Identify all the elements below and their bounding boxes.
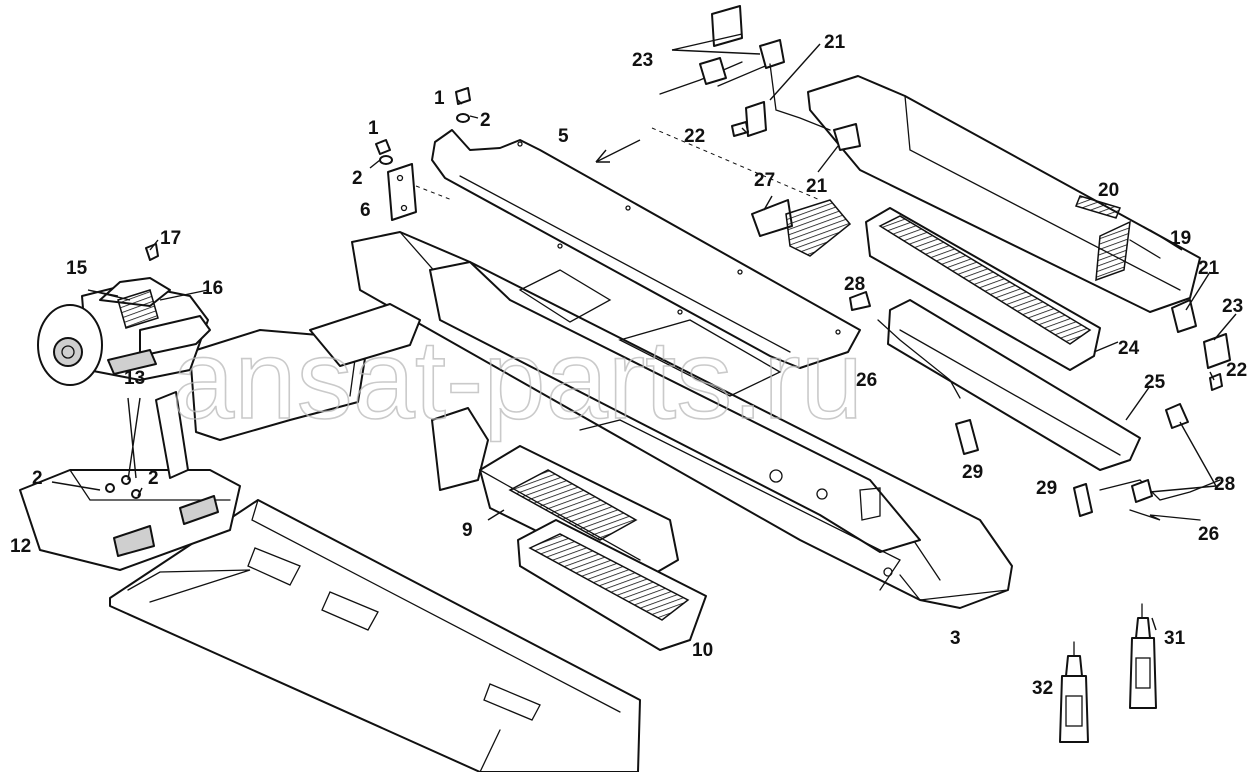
callout-1-left: 1 — [368, 118, 379, 139]
callout-23-right: 23 — [1222, 296, 1243, 317]
evaporator-housing — [807, 75, 1201, 313]
gasket — [387, 163, 453, 221]
callout-20: 20 — [1098, 180, 1119, 201]
callout-21-middle: 21 — [806, 176, 828, 197]
callout-32: 32 — [1032, 678, 1053, 699]
callout-29-lower: 29 — [1036, 478, 1057, 499]
callout-24: 24 — [1118, 338, 1140, 359]
heater-housing-frame — [351, 231, 1013, 609]
callout-16: 16 — [202, 278, 223, 299]
callout-25: 25 — [1144, 372, 1166, 393]
evaporator-core — [865, 207, 1101, 371]
callout-6: 6 — [360, 200, 371, 221]
watermark: ansat-parts.ru — [172, 317, 863, 442]
callout-21-right: 21 — [1198, 258, 1220, 279]
callout-28-lower: 28 — [1214, 474, 1235, 495]
callout-26-upper: 26 — [856, 370, 877, 391]
blower-bracket — [19, 391, 241, 571]
lower-frame — [887, 299, 1141, 471]
callout-9: 9 — [462, 520, 473, 541]
callout-31: 31 — [1164, 628, 1186, 649]
callout-22-right: 22 — [1226, 360, 1247, 381]
callout-23-top: 23 — [632, 50, 653, 71]
blower-motor-assembly — [37, 243, 211, 386]
screw-and-washer — [375, 87, 471, 165]
fluid-bottles — [1059, 603, 1157, 743]
callout-15: 15 — [66, 258, 88, 279]
heater-core — [431, 407, 707, 651]
callout-17: 17 — [160, 228, 181, 249]
callout-2-bracket-left: 2 — [32, 468, 43, 489]
callout-2-bracket-right: 2 — [148, 468, 159, 489]
callout-21-top: 21 — [824, 32, 846, 53]
callout-22-top: 22 — [684, 126, 705, 147]
callout-10: 10 — [692, 640, 713, 661]
callout-28-upper: 28 — [844, 274, 865, 295]
callout-27: 27 — [754, 170, 775, 191]
callout-5: 5 — [558, 126, 569, 147]
callout-19: 19 — [1170, 228, 1191, 249]
callout-13: 13 — [124, 368, 145, 389]
callout-leader-lines — [51, 33, 1237, 631]
callout-29-upper: 29 — [962, 462, 983, 483]
callout-1-upper: 1 — [434, 88, 445, 109]
front-cover-panel — [109, 499, 641, 772]
air-duct — [189, 303, 421, 441]
callout-26-lower: 26 — [1198, 524, 1219, 545]
callout-12: 12 — [10, 536, 31, 557]
callout-2-upper: 2 — [480, 110, 491, 131]
callout-2-left: 2 — [352, 168, 363, 189]
cover-plate — [431, 127, 861, 369]
callout-labels: 1 2 1 2 5 6 17 15 16 13 2 2 12 9 10 3 23… — [10, 32, 1247, 699]
callout-3: 3 — [950, 628, 961, 649]
seal — [751, 199, 852, 257]
wiring-and-connectors — [659, 5, 1231, 521]
